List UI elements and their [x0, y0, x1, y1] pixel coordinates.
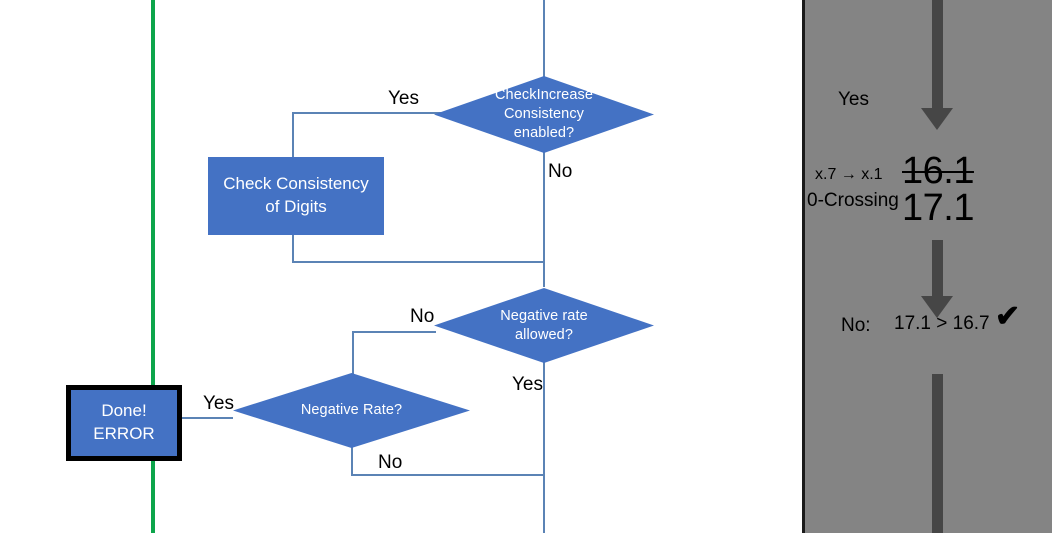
annotation-side-panel: Yes x.7 → x.1 0-Crossing 16.1 17.1 No: 1…	[802, 0, 1052, 533]
down-arrow-top-head	[921, 108, 953, 130]
panel-no-label: No:	[841, 315, 871, 336]
panel-value-current: 17.1	[902, 187, 974, 229]
terminal-done-error-line1: Done!	[101, 401, 147, 421]
process-check-consistency-of-digits[interactable]: Check Consistency of Digits	[208, 157, 384, 235]
panel-zero-crossing-label: 0-Crossing	[807, 190, 899, 211]
decision-checkincrease-consistency-enabled[interactable]: CheckIncrease Consistency enabled?	[434, 76, 654, 153]
panel-comparison-text: 17.1 > 16.7	[894, 313, 990, 334]
process-check-consistency-line1: Check Consistency	[223, 174, 369, 194]
check-mark-icon: ✔	[995, 300, 1021, 333]
edge-label-checkincrease-yes: Yes	[388, 88, 419, 109]
panel-rounding-label: x.7 → x.1	[815, 166, 883, 183]
terminal-done-error[interactable]: Done! ERROR	[66, 385, 182, 461]
down-arrow-bottom-shaft	[932, 374, 943, 533]
connector-top-spine	[543, 0, 545, 78]
connector-negrate-allowed-no-h	[352, 331, 436, 333]
connector-negrate-allowed-no-v	[352, 331, 354, 375]
terminal-done-error-line2: ERROR	[93, 424, 155, 443]
connector-consistency-return	[292, 261, 545, 263]
panel-yes-label: Yes	[838, 89, 869, 110]
edge-label-checkincrease-no: No	[548, 161, 573, 182]
edge-label-negative-rate-yes: Yes	[203, 393, 234, 414]
down-arrow-top-shaft	[932, 0, 943, 110]
connector-checkincrease-no	[543, 152, 545, 287]
down-arrow-middle-head	[921, 296, 953, 318]
edge-label-negative-rate-no: No	[378, 452, 403, 473]
decision-negative-rate[interactable]: Negative Rate?	[233, 373, 470, 448]
connector-negrate-no-v	[351, 447, 353, 475]
green-divider-line	[151, 0, 155, 533]
connector-bottom-spine	[543, 474, 545, 533]
connector-negrate-no-h	[351, 474, 545, 476]
connector-negrate-yes	[171, 417, 233, 419]
decision-negative-rate-allowed[interactable]: Negative rate allowed?	[434, 288, 654, 363]
process-check-consistency-line2: of Digits	[265, 197, 327, 216]
connector-checkincrease-yes-h	[292, 112, 444, 114]
edge-label-negative-rate-allowed-no: No	[410, 306, 435, 327]
panel-value-struck: 16.1	[902, 150, 974, 192]
connector-negrate-allowed-yes	[543, 362, 545, 475]
edge-label-negative-rate-allowed-yes: Yes	[512, 374, 543, 395]
down-arrow-middle-shaft	[932, 240, 943, 298]
